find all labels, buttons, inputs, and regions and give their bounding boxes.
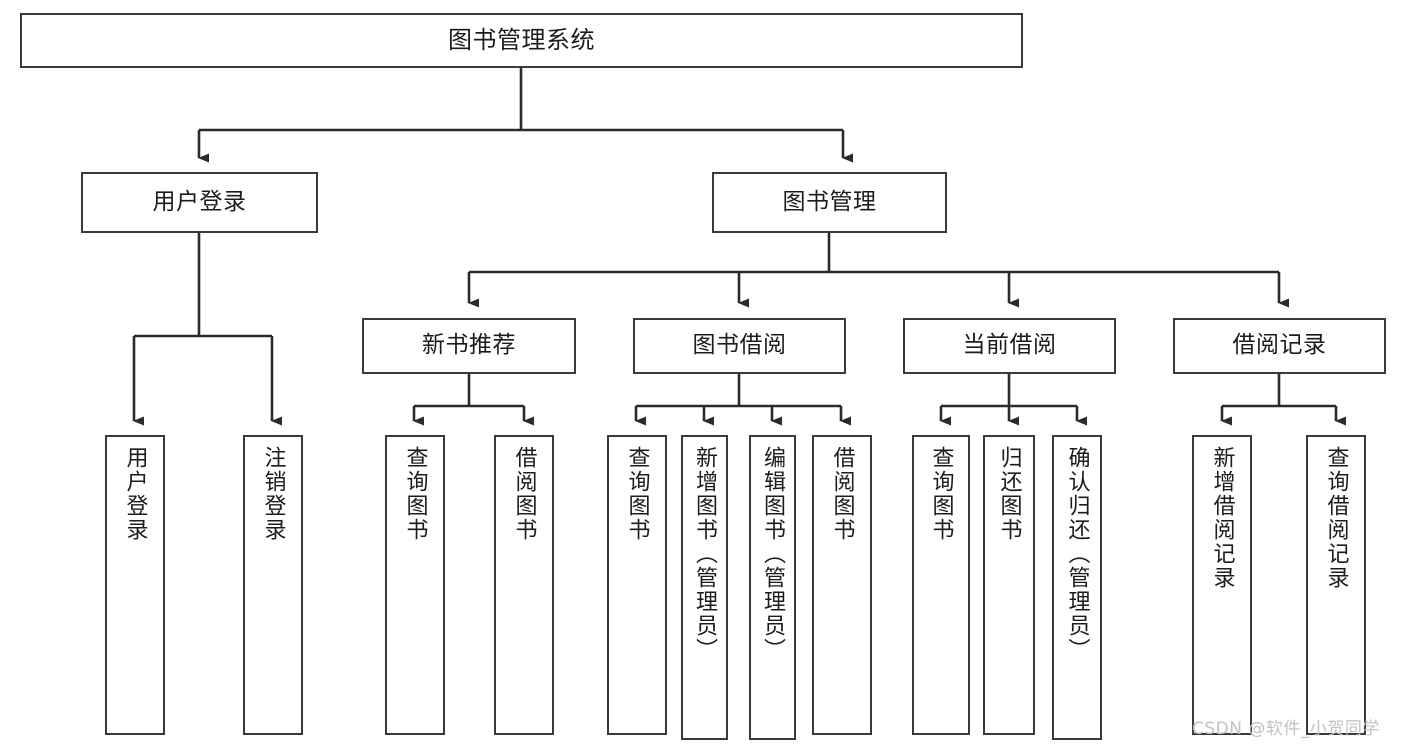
leaf-query-book-recommend[interactable]: 查询图书 <box>385 435 445 735</box>
node-label: 注销登录 <box>260 446 286 542</box>
node-book-management[interactable]: 图书管理 <box>712 172 947 233</box>
leaf-logout-login[interactable]: 注销登录 <box>243 435 303 735</box>
node-label: 借阅图书 <box>511 446 537 542</box>
node-book-borrow[interactable]: 图书借阅 <box>633 318 846 374</box>
node-label: 查询图书 <box>402 446 428 542</box>
leaf-edit-book-admin[interactable]: 编辑图书（管理员） <box>749 435 796 740</box>
node-label: 图书管理 <box>782 188 877 215</box>
leaf-user-login[interactable]: 用户登录 <box>105 435 165 735</box>
node-label: 当前借阅 <box>962 332 1057 359</box>
node-label: 图书借阅 <box>692 332 787 359</box>
node-root-book-management-system[interactable]: 图书管理系统 <box>20 13 1023 68</box>
node-label: 图书管理系统 <box>448 26 595 55</box>
node-label: 用户登录 <box>152 188 247 215</box>
node-label: 查询图书 <box>928 446 954 542</box>
node-current-borrow[interactable]: 当前借阅 <box>903 318 1116 374</box>
leaf-query-borrow-record[interactable]: 查询借阅记录 <box>1306 435 1366 735</box>
node-label: 归还图书 <box>996 446 1022 542</box>
csdn-watermark: CSDN @软件_小贺同学 <box>1192 719 1380 739</box>
leaf-query-book-borrow[interactable]: 查询图书 <box>607 435 667 735</box>
leaf-borrow-book-recommend[interactable]: 借阅图书 <box>494 435 554 735</box>
node-user-login[interactable]: 用户登录 <box>81 172 318 233</box>
leaf-add-borrow-record[interactable]: 新增借阅记录 <box>1192 435 1252 735</box>
node-label: 新增借阅记录 <box>1209 446 1235 590</box>
node-label: 新书推荐 <box>422 332 516 359</box>
leaf-confirm-return-admin[interactable]: 确认归还（管理员） <box>1052 435 1102 740</box>
node-new-book-recommend[interactable]: 新书推荐 <box>362 318 576 374</box>
node-label: 查询图书 <box>624 446 650 542</box>
node-label: 借阅记录 <box>1232 332 1327 359</box>
node-label: 用户登录 <box>122 446 148 542</box>
node-label: 查询借阅记录 <box>1323 446 1349 590</box>
node-label: 借阅图书 <box>829 446 855 542</box>
node-borrow-record[interactable]: 借阅记录 <box>1173 318 1386 374</box>
node-label: 确认归还（管理员） <box>1064 446 1090 662</box>
node-label: 编辑图书（管理员） <box>760 446 786 662</box>
node-label: 新增图书（管理员） <box>692 446 718 662</box>
leaf-query-book-current[interactable]: 查询图书 <box>912 435 970 735</box>
leaf-return-book[interactable]: 归还图书 <box>983 435 1035 735</box>
leaf-borrow-book-borrow[interactable]: 借阅图书 <box>812 435 872 735</box>
leaf-add-book-admin[interactable]: 新增图书（管理员） <box>681 435 728 740</box>
